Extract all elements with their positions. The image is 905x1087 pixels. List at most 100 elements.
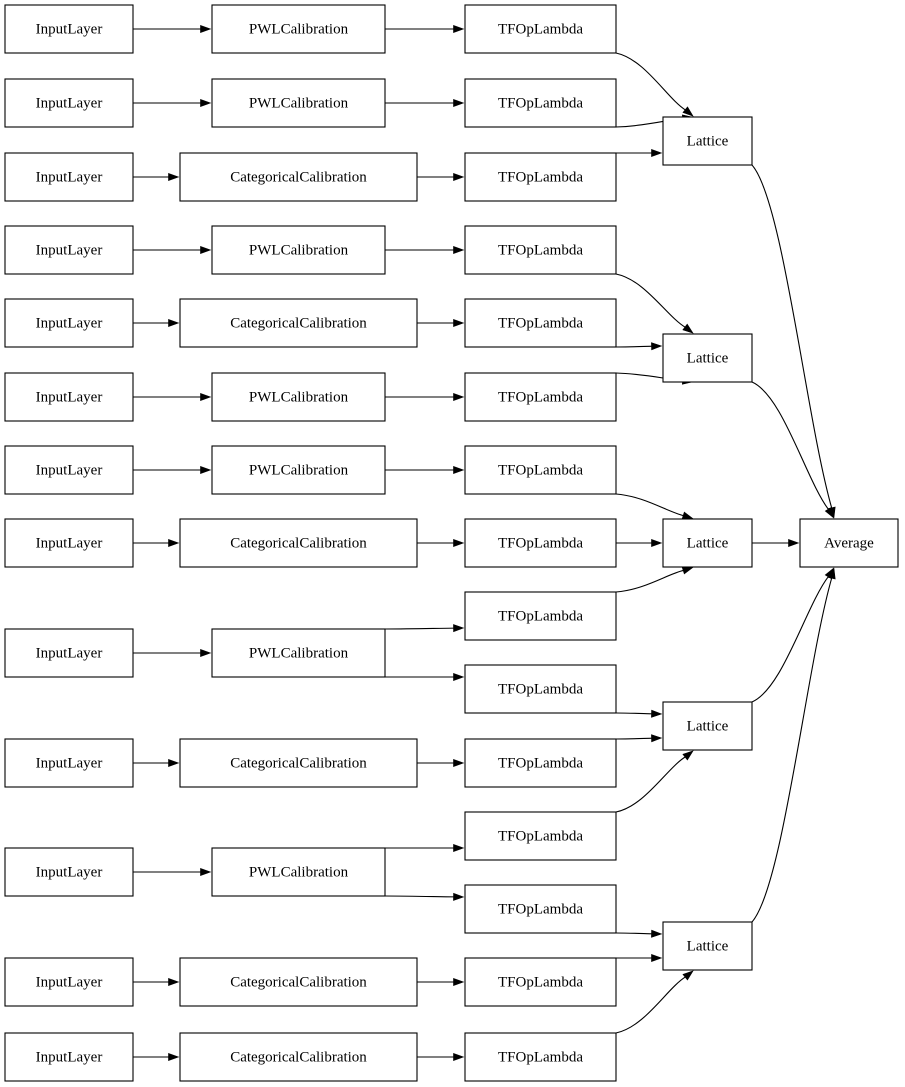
node-rect[interactable] xyxy=(464,957,617,1007)
node-tfop-lambda-op5[interactable]: TFOpLambda xyxy=(464,298,617,348)
node-input-layer-in4[interactable]: InputLayer xyxy=(4,225,134,275)
node-tfop-lambda-op12[interactable]: TFOpLambda xyxy=(464,811,617,861)
node-rect[interactable] xyxy=(4,372,134,422)
node-rect[interactable] xyxy=(211,4,386,54)
node-rect[interactable] xyxy=(4,4,134,54)
node-rect[interactable] xyxy=(179,152,418,202)
edge-arrowhead xyxy=(681,511,694,520)
node-rect[interactable] xyxy=(211,225,386,275)
node-tfop-lambda-op14[interactable]: TFOpLambda xyxy=(464,957,617,1007)
node-rect[interactable] xyxy=(4,298,134,348)
node-rect[interactable] xyxy=(799,518,899,568)
node-input-layer-in8[interactable]: InputLayer xyxy=(4,518,134,568)
node-rect[interactable] xyxy=(211,628,386,678)
node-rect[interactable] xyxy=(464,445,617,495)
node-rect[interactable] xyxy=(4,445,134,495)
node-rect[interactable] xyxy=(464,372,617,422)
node-input-layer-in9[interactable]: InputLayer xyxy=(4,628,134,678)
node-rect[interactable] xyxy=(464,738,617,788)
node-input-layer-in3[interactable]: InputLayer xyxy=(4,152,134,202)
node-label: TFOpLambda xyxy=(498,608,583,624)
node-input-layer-in6[interactable]: InputLayer xyxy=(4,372,134,422)
node-categorical-calibration-cal10[interactable]: CategoricalCalibration xyxy=(179,738,418,788)
node-rect[interactable] xyxy=(464,4,617,54)
node-input-layer-in13[interactable]: InputLayer xyxy=(4,1032,134,1082)
edge-tfop-lambda-to-lattice xyxy=(615,566,694,593)
node-pwlcalibration-cal11[interactable]: PWLCalibration xyxy=(211,847,386,897)
node-rect[interactable] xyxy=(211,372,386,422)
node-average-avg[interactable]: Average xyxy=(799,518,899,568)
node-rect[interactable] xyxy=(662,921,753,971)
node-rect[interactable] xyxy=(464,298,617,348)
node-rect[interactable] xyxy=(464,518,617,568)
node-input-layer-in1[interactable]: InputLayer xyxy=(4,4,134,54)
node-rect[interactable] xyxy=(4,518,134,568)
node-tfop-lambda-op7[interactable]: TFOpLambda xyxy=(464,445,617,495)
node-rect[interactable] xyxy=(662,116,753,166)
node-rect[interactable] xyxy=(179,957,418,1007)
node-rect[interactable] xyxy=(662,518,753,568)
node-tfop-lambda-op9[interactable]: TFOpLambda xyxy=(464,591,617,641)
node-rect[interactable] xyxy=(179,1032,418,1082)
node-rect[interactable] xyxy=(662,701,753,751)
node-categorical-calibration-cal3[interactable]: CategoricalCalibration xyxy=(179,152,418,202)
node-tfop-lambda-op4[interactable]: TFOpLambda xyxy=(464,225,617,275)
node-input-layer-in2[interactable]: InputLayer xyxy=(4,78,134,128)
node-tfop-lambda-op15[interactable]: TFOpLambda xyxy=(464,1032,617,1082)
node-rect[interactable] xyxy=(4,738,134,788)
node-input-layer-in12[interactable]: InputLayer xyxy=(4,957,134,1007)
node-pwlcalibration-cal1[interactable]: PWLCalibration xyxy=(211,4,386,54)
node-categorical-calibration-cal13[interactable]: CategoricalCalibration xyxy=(179,1032,418,1082)
node-rect[interactable] xyxy=(464,225,617,275)
node-tfop-lambda-op8[interactable]: TFOpLambda xyxy=(464,518,617,568)
node-rect[interactable] xyxy=(464,1032,617,1082)
node-pwlcalibration-cal7[interactable]: PWLCalibration xyxy=(211,445,386,495)
node-rect[interactable] xyxy=(464,664,617,714)
node-categorical-calibration-cal12[interactable]: CategoricalCalibration xyxy=(179,957,418,1007)
node-rect[interactable] xyxy=(4,957,134,1007)
node-rect[interactable] xyxy=(464,811,617,861)
node-rect[interactable] xyxy=(464,884,617,934)
node-pwlcalibration-cal2[interactable]: PWLCalibration xyxy=(211,78,386,128)
node-rect[interactable] xyxy=(211,78,386,128)
node-lattice-lat3[interactable]: Lattice xyxy=(662,518,753,568)
node-rect[interactable] xyxy=(4,225,134,275)
node-rect[interactable] xyxy=(4,1032,134,1082)
node-lattice-lat5[interactable]: Lattice xyxy=(662,921,753,971)
node-rect[interactable] xyxy=(211,445,386,495)
node-input-layer-in11[interactable]: InputLayer xyxy=(4,847,134,897)
node-input-layer-in10[interactable]: InputLayer xyxy=(4,738,134,788)
node-lattice-lat1[interactable]: Lattice xyxy=(662,116,753,166)
node-pwlcalibration-cal9[interactable]: PWLCalibration xyxy=(211,628,386,678)
node-pwlcalibration-cal6[interactable]: PWLCalibration xyxy=(211,372,386,422)
node-rect[interactable] xyxy=(464,591,617,641)
node-rect[interactable] xyxy=(464,78,617,128)
node-tfop-lambda-op6[interactable]: TFOpLambda xyxy=(464,372,617,422)
node-lattice-lat2[interactable]: Lattice xyxy=(662,333,753,383)
node-rect[interactable] xyxy=(662,333,753,383)
node-rect[interactable] xyxy=(179,518,418,568)
node-rect[interactable] xyxy=(179,298,418,348)
node-rect[interactable] xyxy=(179,738,418,788)
node-tfop-lambda-op11[interactable]: TFOpLambda xyxy=(464,738,617,788)
node-rect[interactable] xyxy=(4,628,134,678)
node-label: PWLCalibration xyxy=(249,95,349,111)
node-input-layer-in5[interactable]: InputLayer xyxy=(4,298,134,348)
node-rect[interactable] xyxy=(4,152,134,202)
node-tfop-lambda-op1[interactable]: TFOpLambda xyxy=(464,4,617,54)
node-tfop-lambda-op13[interactable]: TFOpLambda xyxy=(464,884,617,934)
node-rect[interactable] xyxy=(211,847,386,897)
node-rect[interactable] xyxy=(4,78,134,128)
node-categorical-calibration-cal5[interactable]: CategoricalCalibration xyxy=(179,298,418,348)
node-tfop-lambda-op3[interactable]: TFOpLambda xyxy=(464,152,617,202)
node-categorical-calibration-cal8[interactable]: CategoricalCalibration xyxy=(179,518,418,568)
node-rect[interactable] xyxy=(464,152,617,202)
node-pwlcalibration-cal4[interactable]: PWLCalibration xyxy=(211,225,386,275)
node-tfop-lambda-op10[interactable]: TFOpLambda xyxy=(464,664,617,714)
node-rect[interactable] xyxy=(4,847,134,897)
edge-input-layer-to-pwlcalibration xyxy=(133,867,212,877)
node-lattice-lat4[interactable]: Lattice xyxy=(662,701,753,751)
node-label: CategoricalCalibration xyxy=(230,1049,367,1065)
node-input-layer-in7[interactable]: InputLayer xyxy=(4,445,134,495)
node-tfop-lambda-op2[interactable]: TFOpLambda xyxy=(464,78,617,128)
